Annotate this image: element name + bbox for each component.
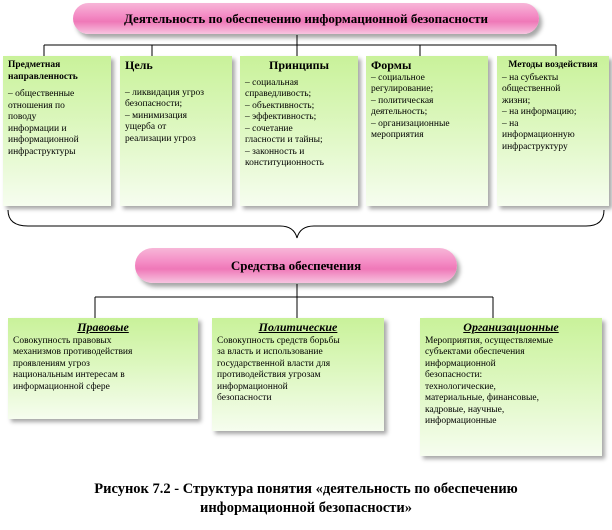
header-title-pill: Деятельность по обеспечению информационн…: [73, 3, 539, 34]
header-title: Деятельность по обеспечению информационн…: [123, 10, 489, 26]
box-title: Политические: [258, 320, 338, 334]
caption-line-2: информационной безопасности»: [199, 500, 413, 516]
box-text: – общественные отношения по поводу инфор…: [8, 89, 79, 157]
middle-title-pill: Средства обеспечения: [135, 248, 457, 283]
box-text: – социальное регулирование; – политическ…: [371, 72, 450, 141]
box-title: Принципы: [269, 58, 329, 72]
box-goal: Цель – ликвидация угроз безопасности; – …: [120, 56, 232, 206]
box-title: Предметная направленность: [8, 60, 78, 82]
box-methods: Методы воздействия – на субъекты обществ…: [497, 56, 609, 206]
box-text: – ликвидация угроз безопасности; – миним…: [125, 87, 204, 144]
box-legal: Правовые Совокупность правовых механизмо…: [8, 318, 198, 419]
box-text: Совокупность правовых механизмов противо…: [13, 335, 133, 392]
box-text: Мероприятия, осуществляемые субъектами о…: [425, 335, 553, 427]
box-principles: Принципы – социальная справедливость; – …: [240, 56, 358, 206]
box-political: Политические Совокупность средств борьбы…: [212, 318, 384, 431]
box-title: Организационные: [463, 320, 559, 334]
box-title: Формы: [371, 58, 412, 72]
box-title: Методы воздействия: [508, 60, 598, 70]
box-subject-focus: Предметная направленность – общественные…: [3, 56, 111, 206]
box-text: – социальная справедливость; – объективн…: [245, 77, 324, 169]
box-organizational: Организационные Мероприятия, осуществляе…: [420, 318, 602, 456]
box-forms: Формы – социальное регулирование; – поли…: [366, 56, 488, 206]
caption-line-1: Рисунок 7.2 - Структура понятия «деятель…: [94, 481, 518, 497]
box-title: Правовые: [77, 320, 129, 334]
box-text: – на субъекты общественной жизни; – на и…: [502, 72, 577, 152]
box-title: Цель: [125, 58, 153, 72]
figure-caption: Рисунок 7.2 - Структура понятия «деятель…: [0, 480, 612, 518]
box-text: Совокупность средств борьбы за власть и …: [217, 335, 340, 404]
middle-title: Средства обеспечения: [230, 257, 362, 273]
